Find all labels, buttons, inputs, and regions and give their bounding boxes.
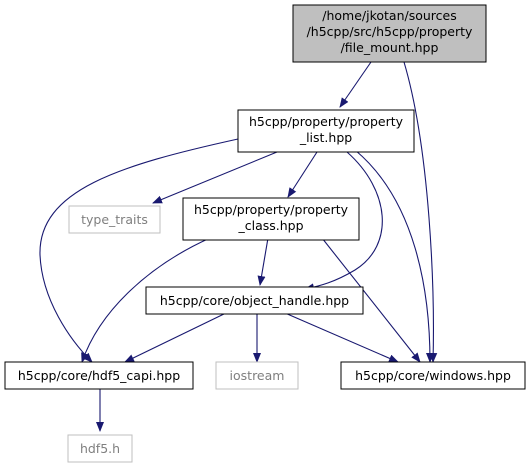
edge-property-class-to-hdf5-capi [81, 237, 211, 363]
node-object-handle[interactable]: h5cpp/core/object_handle.hpp [145, 286, 364, 315]
edge-property-list-to-property-class [287, 151, 318, 198]
node-type-traits-label: type_traits [81, 212, 148, 227]
node-file-mount-line-2: /h5cpp/src/h5cpp/property [307, 24, 473, 39]
node-hdf5-capi[interactable]: h5cpp/core/hdf5_capi.hpp [4, 361, 194, 390]
node-file-mount-line-3: /file_mount.hpp [341, 40, 439, 55]
edge-property-list-to-windows [354, 149, 434, 363]
edge-property-list-to-object-handle [304, 151, 383, 292]
edge-property-class-to-windows [321, 237, 421, 363]
node-property-list-line-1: h5cpp/property/property [249, 114, 404, 129]
node-windows[interactable]: h5cpp/core/windows.hpp [340, 361, 526, 390]
node-property-class[interactable]: h5cpp/property/property _class.hpp [182, 197, 360, 241]
node-object-handle-label: h5cpp/core/object_handle.hpp [160, 293, 349, 308]
edges [39, 61, 438, 432]
node-iostream[interactable]: iostream [215, 361, 299, 390]
node-hdf5-capi-label: h5cpp/core/hdf5_capi.hpp [18, 368, 180, 383]
edge-file-mount-to-property-list [339, 61, 372, 108]
node-property-list-line-2: _list.hpp [299, 130, 352, 145]
node-property-list[interactable]: h5cpp/property/property _list.hpp [237, 109, 415, 153]
node-windows-label: h5cpp/core/windows.hpp [355, 368, 511, 383]
node-hdf5-h[interactable]: hdf5.h [67, 434, 133, 463]
node-hdf5-h-label: hdf5.h [80, 441, 120, 456]
node-property-class-line-1: h5cpp/property/property [194, 202, 349, 217]
node-property-class-line-2: _class.hpp [237, 218, 303, 233]
edge-property-list-to-type-traits [152, 151, 278, 204]
edge-object-handle-to-hdf5-capi [124, 312, 227, 363]
edge-property-list-to-hdf5-capi [39, 138, 239, 363]
node-file-mount[interactable]: /home/jkotan/sources /h5cpp/src/h5cpp/pr… [292, 4, 487, 63]
nodes: /home/jkotan/sources /h5cpp/src/h5cpp/pr… [4, 4, 526, 463]
node-iostream-label: iostream [230, 368, 285, 383]
edge-object-handle-to-windows [284, 312, 399, 363]
node-type-traits[interactable]: type_traits [68, 205, 161, 234]
edge-file-mount-to-windows [403, 61, 438, 363]
edge-property-class-to-object-handle [257, 237, 269, 286]
node-file-mount-line-1: /home/jkotan/sources [322, 8, 457, 23]
